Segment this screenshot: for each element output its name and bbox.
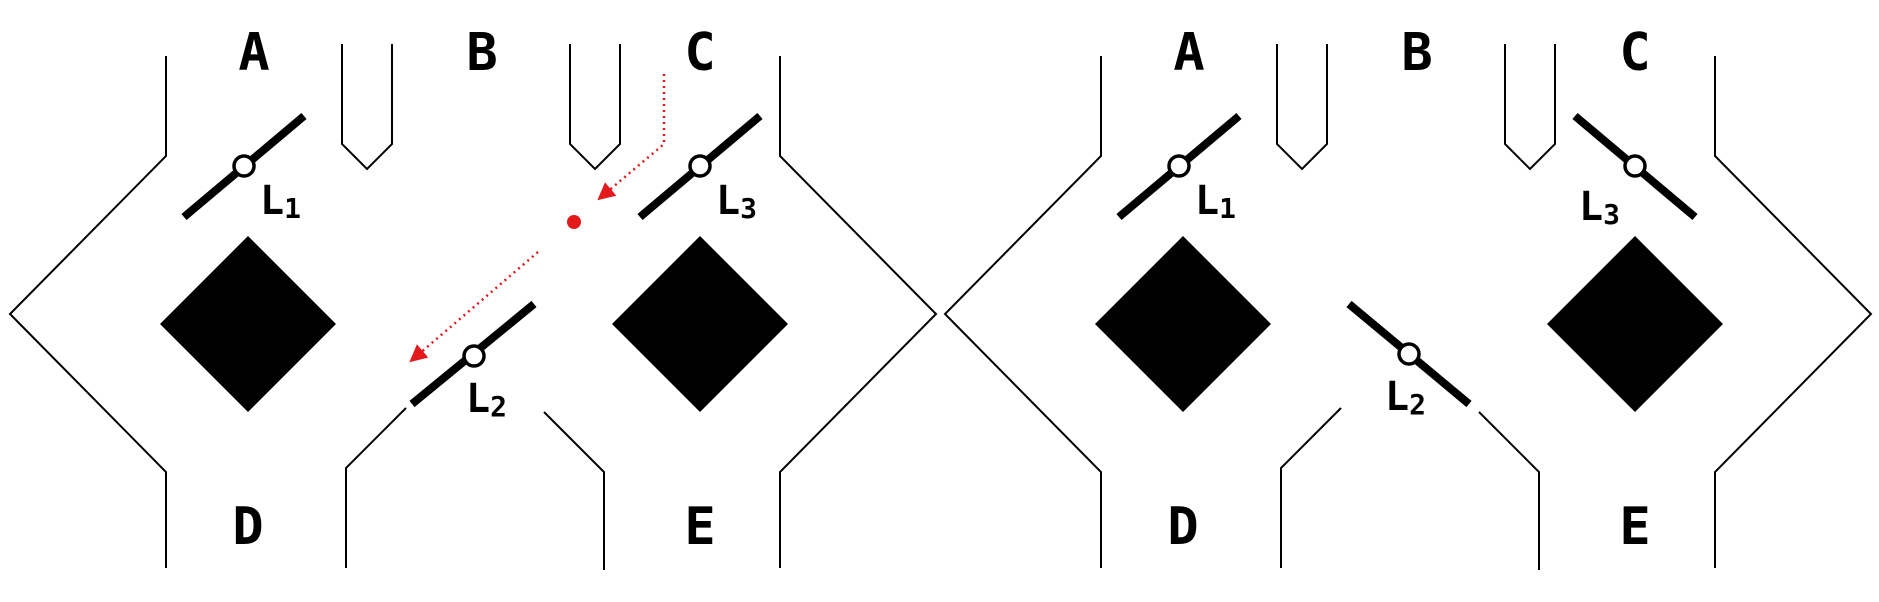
divider-de-right [1478, 411, 1540, 570]
left-outer-wall [8, 56, 167, 568]
divider-de-left [345, 407, 407, 568]
output-label-d: D [1167, 497, 1198, 557]
right-panel: A B C D E L1 L3 L2 [943, 23, 1873, 570]
divider-de-right [543, 411, 605, 570]
output-label-e: E [684, 497, 715, 557]
lever-label-l2: L2 [1385, 374, 1426, 421]
output-label-e: E [1619, 497, 1650, 557]
input-label-b: B [466, 23, 497, 83]
lever-label-l1: L1 [260, 178, 301, 225]
ball [567, 215, 581, 229]
ball-path-out [409, 251, 539, 363]
left-panel: A B C D E L1 L3 L2 [8, 23, 938, 570]
divider-ab [341, 44, 393, 171]
input-label-c: C [684, 23, 715, 83]
lever-label-l3: L3 [1579, 184, 1620, 231]
pivot-l2 [462, 344, 486, 368]
pivot-l1 [232, 154, 256, 178]
input-label-a: A [1173, 23, 1204, 83]
pivot-l3 [1623, 154, 1647, 178]
divider-de-left [1280, 407, 1342, 568]
left-outer-wall [943, 56, 1102, 568]
pivot-l2 [1397, 342, 1421, 366]
right-outer-wall [1714, 56, 1873, 568]
diamond-block-left [1095, 236, 1271, 412]
lever-label-l1: L1 [1195, 178, 1236, 225]
divider-bc [1504, 44, 1556, 171]
lever-label-l3: L3 [716, 178, 757, 225]
diamond-block-right [1547, 236, 1723, 412]
divider-bc [569, 44, 621, 171]
diamond-block-left [160, 236, 336, 412]
divider-ab [1276, 44, 1328, 171]
right-outer-wall [779, 56, 938, 568]
ball-path-in [597, 74, 666, 201]
output-label-d: D [232, 497, 263, 557]
diamond-block-right [612, 236, 788, 412]
input-label-a: A [238, 23, 269, 83]
pivot-l1 [1167, 154, 1191, 178]
input-label-c: C [1619, 23, 1650, 83]
pivot-l3 [688, 154, 712, 178]
lever-label-l2: L2 [466, 376, 507, 423]
input-label-b: B [1401, 23, 1432, 83]
